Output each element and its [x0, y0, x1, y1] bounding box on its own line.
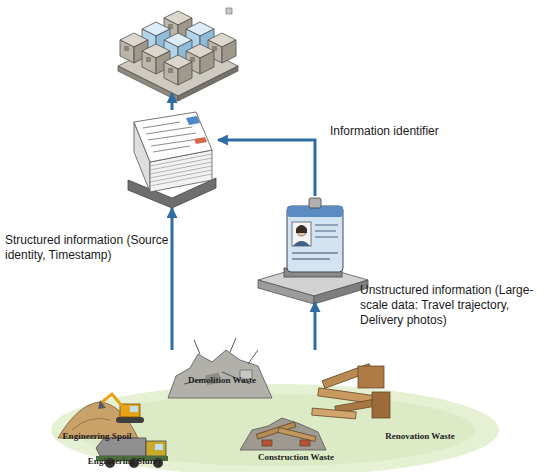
blockchain-node	[118, 3, 240, 93]
waste-label: Renovation Waste	[385, 431, 455, 442]
document-stack-illustration-part	[194, 137, 207, 144]
waste-illustration-part-part	[230, 338, 236, 352]
id-card-illustration-part-part	[292, 258, 330, 259]
id-card-illustration-part	[296, 225, 307, 233]
document-stack-illustration-part-part	[148, 133, 196, 140]
edge-label: Structured information (Source identity,…	[5, 233, 173, 263]
waste-illustration-part	[256, 422, 316, 446]
blockchain-illustration-part	[164, 55, 192, 85]
id-card-illustration-part-part	[315, 224, 338, 225]
document-stack-illustration	[128, 112, 216, 208]
document-stack-illustration-part	[186, 116, 200, 125]
waste-illustration-part	[130, 406, 138, 412]
document-stack-illustration-part	[134, 112, 212, 162]
id-card	[255, 196, 370, 302]
waste-illustration-part	[312, 364, 390, 419]
id-card-illustration-part	[293, 241, 310, 246]
waste-illustration	[51, 338, 499, 472]
flow-arrow	[314, 302, 317, 350]
waste-label: Engineering Spoil	[63, 431, 132, 442]
waste-illustration-part	[116, 417, 144, 423]
waste-illustration-part	[146, 441, 166, 456]
flow-arrow	[171, 208, 174, 350]
blockchain-illustration	[118, 8, 238, 101]
flow-arrow	[171, 93, 174, 110]
waste-illustration-part-part	[248, 350, 258, 364]
waste-illustration-part-part	[312, 408, 356, 419]
document-stack-illustration-part-part	[146, 127, 192, 134]
waste-illustration-part-part	[278, 427, 316, 441]
id-card-illustration-part-part	[315, 230, 336, 231]
id-card-illustration-part	[292, 222, 311, 246]
waste-illustration-part	[120, 404, 140, 417]
waste-label: Engineering Slurry	[88, 456, 162, 467]
document-stack-illustration-part-part	[150, 174, 212, 186]
flow-arrow	[218, 140, 315, 196]
id-card-illustration-part	[309, 198, 321, 208]
edge-label: Unstructured information (Large-scale da…	[360, 283, 550, 328]
document-stack-illustration-part-part	[153, 146, 190, 152]
document-stack-illustration-part	[143, 122, 199, 152]
waste-illustration-part-part	[358, 366, 384, 388]
waste-illustration-part-part	[300, 440, 310, 446]
waste-label: Demolition Waste	[188, 375, 256, 386]
document-stack-illustration-part-part	[143, 122, 180, 128]
document-stack	[126, 110, 218, 208]
id-card-illustration-part	[314, 280, 368, 304]
id-card-illustration-part	[297, 226, 307, 236]
waste-label: Construction Waste	[258, 452, 334, 463]
waste-illustration-part-part	[262, 440, 272, 446]
id-card-illustration-part	[287, 206, 343, 272]
waste-illustration-part	[75, 394, 475, 466]
waste-illustration-part-part	[372, 392, 390, 418]
waste-illustration-part-part	[194, 340, 200, 354]
waste-illustration-part	[72, 418, 110, 430]
id-card-illustration-part-part	[292, 252, 338, 253]
waste-illustration-part	[155, 444, 163, 450]
document-stack-illustration-part-part	[151, 139, 199, 146]
waste-field: Engineering Spoil Demolition WasteRenovat…	[50, 350, 500, 472]
waste-illustration-part	[168, 350, 272, 398]
id-card-illustration-part	[258, 280, 314, 304]
waste-illustration-part	[102, 394, 122, 406]
id-card-illustration-part	[292, 225, 338, 259]
edge-label: Information identifier	[330, 124, 480, 139]
waste-illustration-part	[240, 418, 326, 450]
id-card-illustration	[258, 198, 368, 304]
blockchain-illustration-part	[226, 8, 232, 14]
id-card-illustration-part-part	[315, 236, 338, 237]
waste-illustration-part	[98, 400, 106, 409]
waste-illustration-part	[51, 384, 499, 472]
